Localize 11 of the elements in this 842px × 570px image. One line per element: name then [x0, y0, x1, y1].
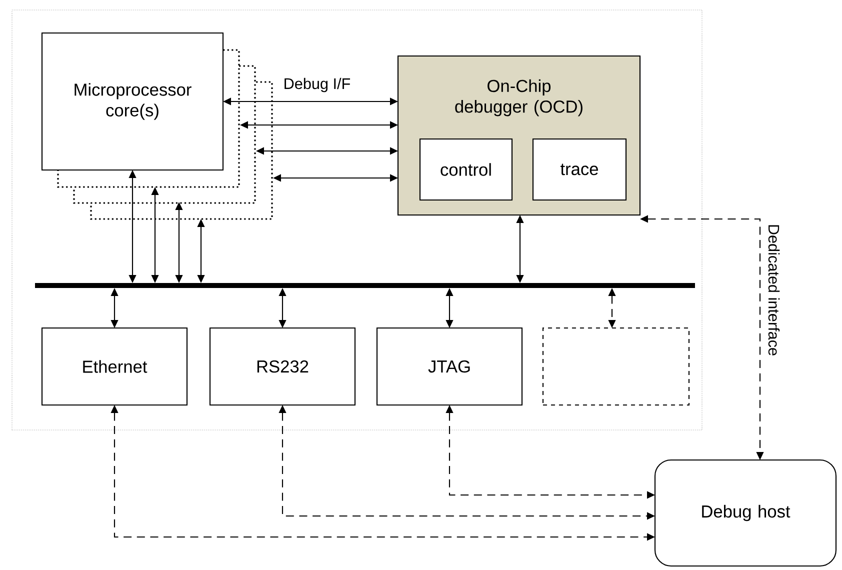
- host-box: Debug host: [654, 459, 837, 567]
- module-box: trace: [532, 138, 627, 201]
- module-box: control: [419, 138, 513, 201]
- chip-boundary: [12, 10, 702, 430]
- edge-label: Debug I/F: [284, 78, 350, 92]
- interface-box: RS232: [209, 327, 356, 406]
- edge-label: Dedicated interface: [768, 225, 780, 356]
- processor-box: Microprocessor core(s): [41, 32, 224, 171]
- empty-interface-box: [542, 327, 690, 406]
- interface-box: JTAG: [376, 327, 523, 406]
- interface-box: Ethernet: [41, 327, 188, 406]
